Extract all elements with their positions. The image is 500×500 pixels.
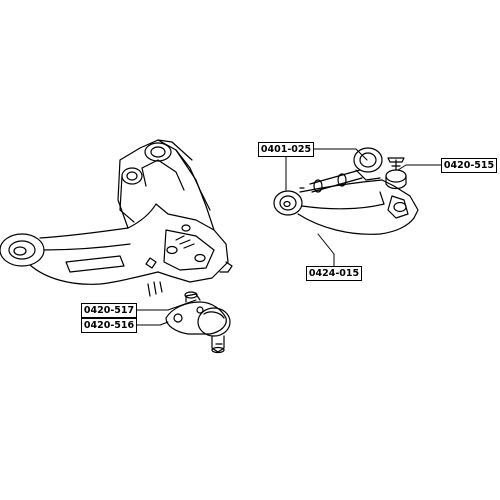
part-number-upper-ball-joint: 0420-515: [441, 158, 497, 173]
lower-ball-joint: [166, 292, 230, 353]
upper-ball-joint: [386, 158, 406, 189]
part-number-upper-arm-bushing: 0401-025: [258, 142, 314, 157]
lower-control-arm: [0, 140, 232, 296]
part-number-lower-ball-joint-a: 0420-517: [81, 303, 137, 318]
upper-control-arm: [274, 148, 418, 234]
part-number-lower-ball-joint-b: 0420-516: [81, 318, 137, 333]
part-number-upper-arm: 0424-015: [306, 266, 362, 281]
